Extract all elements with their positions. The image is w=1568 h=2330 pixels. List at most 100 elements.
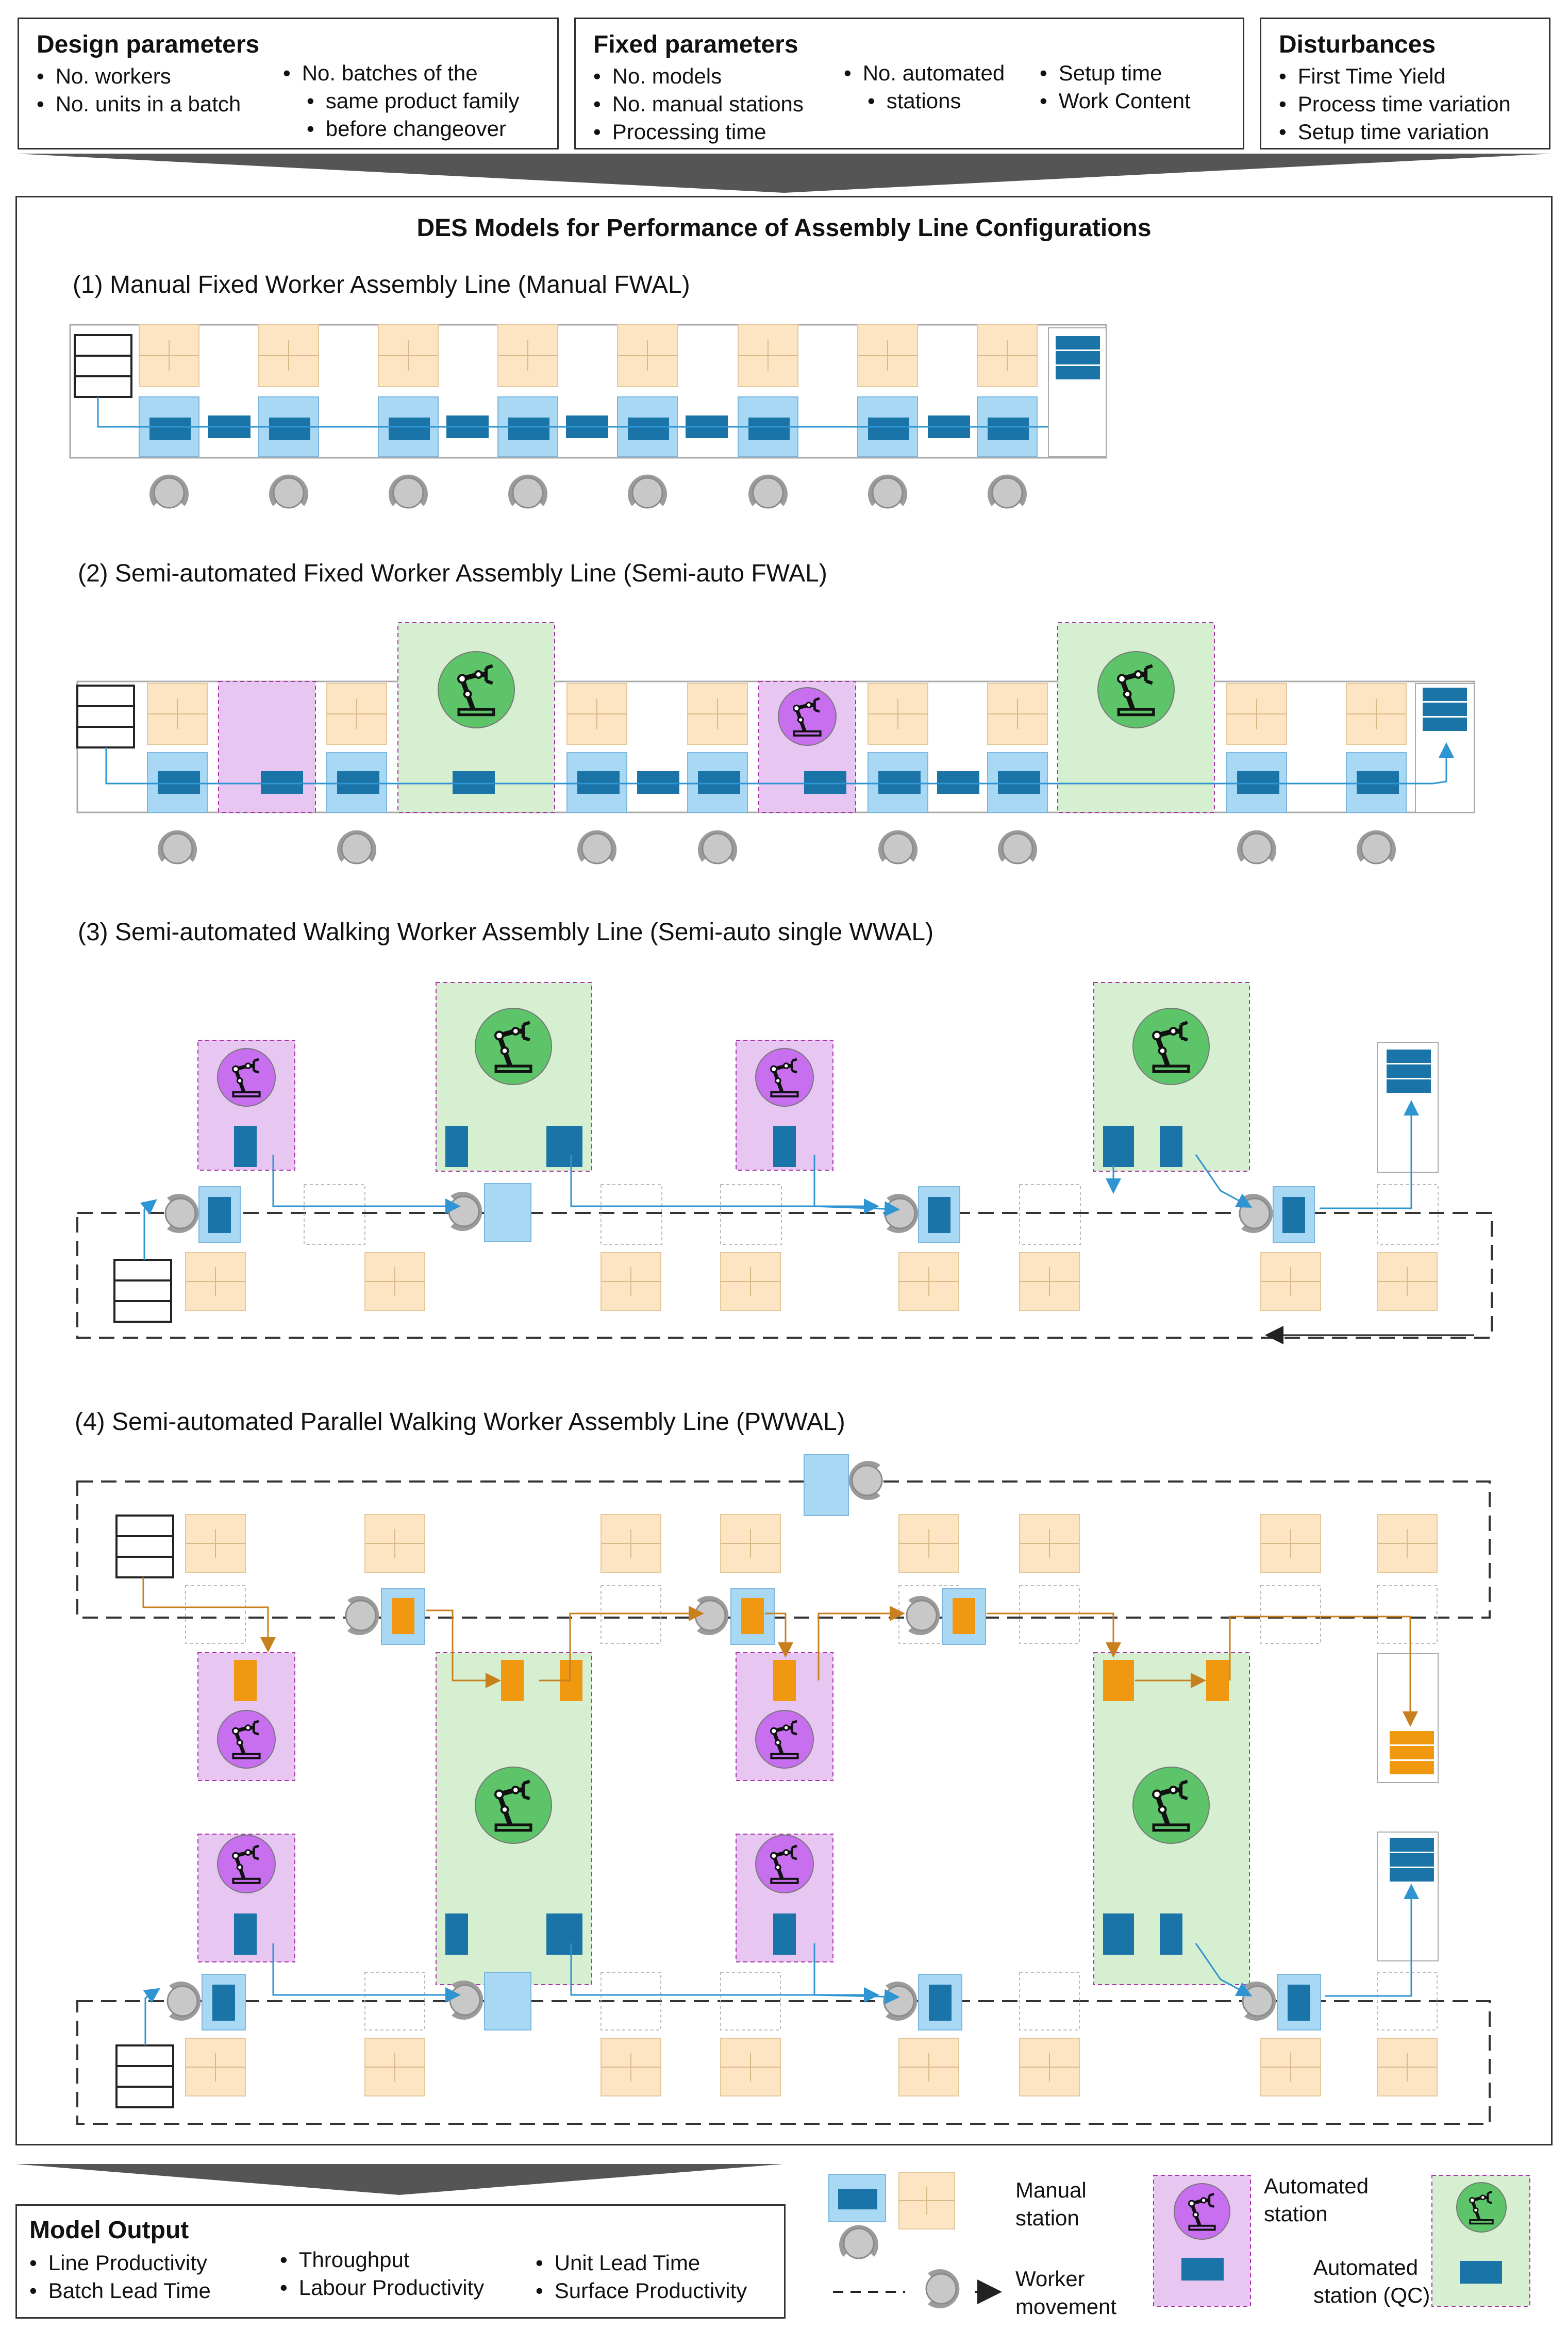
part-block [998, 771, 1040, 794]
output-buffer-part [1390, 1868, 1434, 1882]
material-bin [364, 1514, 425, 1573]
part-block [501, 1660, 524, 1701]
flow-line [813, 1155, 900, 1217]
material-bin [1377, 2038, 1438, 2096]
flow-line [570, 1943, 879, 2003]
fixed-parameters-col1: No. models No. manual stations Processin… [593, 62, 804, 146]
flow-line [570, 1155, 879, 1214]
material-bin [720, 1514, 781, 1573]
design-parameters-box: Design parameters No. workers No. units … [18, 18, 559, 149]
fixed-param-item: Setup time [1040, 59, 1191, 87]
empty-slot [600, 1184, 662, 1245]
input-buffer [74, 334, 132, 398]
empty-slot [1377, 1184, 1439, 1245]
fixed-param-item-cont: stations [844, 87, 1005, 115]
worker-icon [987, 474, 1028, 509]
output-frame-3 [1377, 1042, 1439, 1173]
part-block [234, 1126, 257, 1167]
part-block [208, 1197, 231, 1233]
flow-line [105, 742, 1454, 785]
design-parameters-col1: No. workers No. units in a batch [37, 62, 241, 118]
material-bin [147, 683, 208, 745]
empty-slot [304, 1184, 365, 1245]
empty-slot [720, 1972, 781, 2031]
manual-station [484, 1183, 531, 1242]
material-bin [1019, 1252, 1080, 1311]
model-output-col2: Throughput Labour Productivity [280, 2246, 485, 2302]
output-item: Line Productivity [29, 2249, 211, 2277]
part-block [1237, 771, 1279, 794]
design-param-item-cont: before changeover [283, 115, 520, 143]
fixed-parameters-title: Fixed parameters [593, 31, 798, 58]
part-block [868, 418, 909, 440]
worker-icon [883, 1980, 918, 2022]
output-item: Batch Lead Time [29, 2277, 211, 2305]
material-bin [1226, 683, 1287, 745]
flow-line [272, 1155, 461, 1214]
material-bin [497, 324, 558, 387]
part-block [1460, 2261, 1502, 2284]
fixed-param-item: No. automated [844, 59, 1005, 87]
worker-icon [906, 1595, 941, 1636]
fixed-parameters-col3: Setup time Work Content [1040, 59, 1191, 115]
robot-circle [1456, 2182, 1507, 2233]
output-buffer-part [1390, 1761, 1434, 1774]
empty-slot [1019, 1585, 1080, 1644]
design-param-item: No. units in a batch [37, 90, 241, 118]
fixed-parameters-col2: No. automated stations [844, 59, 1005, 115]
material-bin [1377, 1514, 1438, 1573]
material-bin [364, 1252, 425, 1311]
worker-icon [747, 474, 789, 509]
material-bin [566, 683, 627, 745]
flow-line [1195, 1154, 1253, 1208]
material-bin [898, 1514, 959, 1573]
design-param-item: No. batches of the [283, 59, 520, 87]
manual-station [484, 1972, 531, 2031]
model-output-col3: Unit Lead Time Surface Productivity [536, 2249, 747, 2305]
material-bin [378, 324, 439, 387]
output-buffer-part [1056, 366, 1100, 379]
legend-manual-label: Manual station [1015, 2178, 1087, 2230]
disturbance-item: First Time Yield [1279, 62, 1511, 90]
flow-line [1195, 1943, 1253, 1996]
output-buffer-part [1390, 1838, 1434, 1852]
design-param-item-cont: same product family [283, 87, 520, 115]
worker-icon [507, 474, 548, 509]
worker-icon [877, 829, 919, 864]
part-block [269, 418, 310, 440]
section-2-title: (2) Semi-automated Fixed Worker Assembly… [78, 560, 827, 587]
input-buffer [113, 1259, 172, 1323]
worker-icon [268, 474, 309, 509]
fixed-param-item: No. manual stations [593, 90, 804, 118]
fixed-param-item: No. models [593, 62, 804, 90]
worker-icon [627, 474, 668, 509]
part-block [748, 418, 790, 440]
worker-icon [345, 1595, 380, 1636]
flow-line [818, 1606, 905, 1680]
legend-auto-label: Automated station [1264, 2174, 1369, 2226]
empty-slot [1260, 1585, 1321, 1644]
empty-slot [185, 1585, 246, 1644]
part-block [838, 2189, 877, 2209]
material-bin [1377, 1252, 1438, 1311]
output-buffer-part [1423, 718, 1467, 731]
section-4-title: (4) Semi-automated Parallel Walking Work… [75, 1408, 845, 1436]
material-bin [687, 683, 748, 745]
empty-slot [600, 1972, 661, 2031]
part-block [1357, 771, 1399, 794]
output-buffer-part [1387, 1064, 1431, 1078]
worker-icon [838, 2224, 879, 2259]
section-1-title: (1) Manual Fixed Worker Assembly Line (M… [73, 271, 690, 298]
flow-line [142, 1577, 276, 1653]
material-bin [185, 1252, 246, 1311]
output-buffer-part [1390, 1853, 1434, 1867]
material-bin [617, 324, 678, 387]
part-block [628, 418, 669, 440]
output-buffer-part [1056, 351, 1100, 364]
part-block [546, 1913, 582, 1955]
part-block [1103, 1126, 1134, 1167]
worker-icon [448, 1191, 483, 1232]
worker-icon [1239, 1193, 1274, 1234]
part-block [546, 1126, 582, 1167]
flow-line [987, 1612, 1121, 1658]
